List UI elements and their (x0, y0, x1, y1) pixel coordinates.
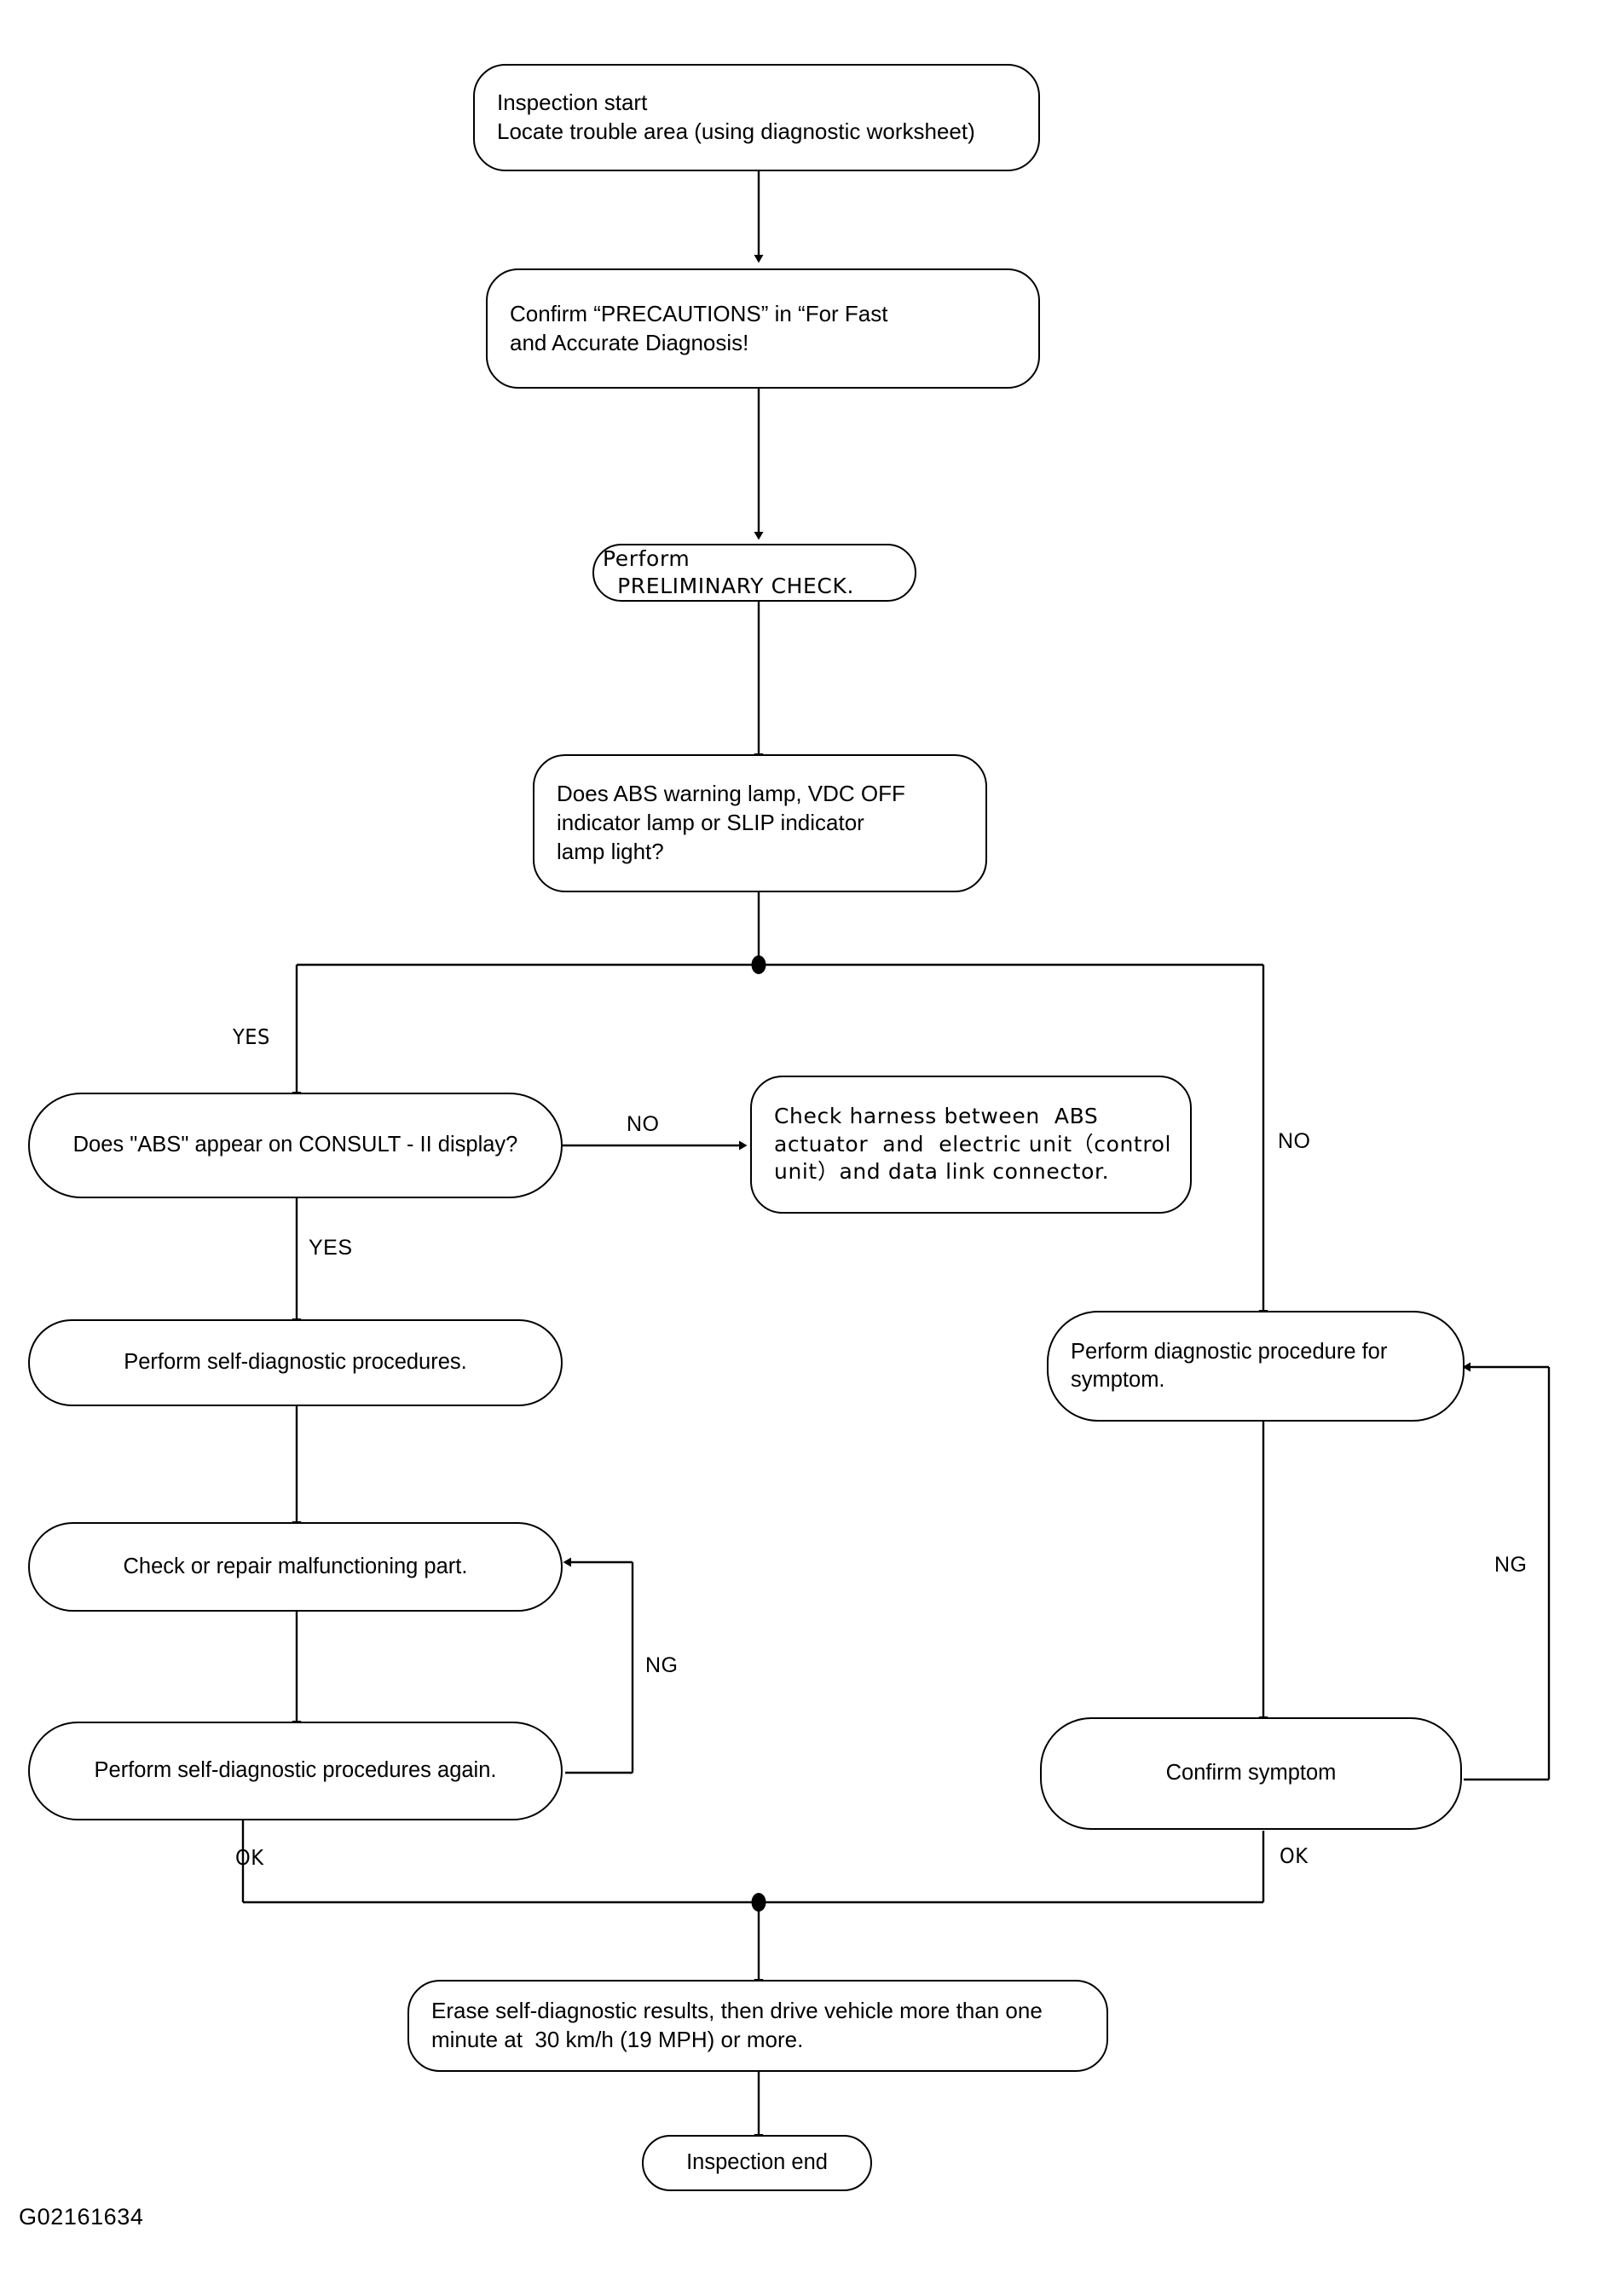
node-text-line: Check or repair malfunctioning part. (123, 1554, 468, 1578)
node-text-line: Check harness between ABS (774, 1104, 1099, 1129)
inspection-end-node[interactable]: Inspection end (642, 2135, 872, 2191)
node-text-line: Perform (603, 545, 690, 571)
edge-label-yes-left: YES (233, 1024, 270, 1049)
confirm-symptom-node[interactable]: Confirm symptom (1040, 1717, 1462, 1830)
node-text-line: lamp light? (557, 838, 664, 864)
node-text-line: PRELIMINARY CHECK. (603, 574, 855, 598)
node-text-line: Does ABS warning lamp, VDC OFF (557, 781, 905, 807)
node-text-line: Erase self-diagnostic results, then driv… (431, 1998, 1043, 2024)
junction-dot-merge (751, 1893, 766, 1912)
warning-lamp-question-node[interactable]: Does ABS warning lamp, VDC OFF indicator… (533, 754, 987, 892)
consult-display-question-node[interactable]: Does "ABS" appear on CONSULT - II displa… (28, 1093, 563, 1198)
node-text-line: Perform self-diagnostic procedures again… (94, 1758, 497, 1783)
edge-label-ok-right: OK (1280, 1843, 1309, 1868)
node-text-line: Confirm symptom (1165, 1761, 1337, 1785)
edge-label-no-harness: NO (627, 1112, 660, 1136)
perform-preliminary-check-node[interactable]: Perform PRELIMINARY CHECK. (592, 544, 916, 602)
node-text-line: Confirm “PRECAUTIONS” in “For Fast (510, 300, 888, 326)
node-text-line: indicator lamp or SLIP indicator (557, 810, 864, 836)
node-text-line: Does "ABS" appear on CONSULT - II displa… (72, 1133, 518, 1157)
confirm-precautions-node[interactable]: Confirm “PRECAUTIONS” in “For Fast and A… (486, 268, 1040, 389)
node-text-line: unit）and data link connector. (774, 1159, 1110, 1185)
edge-label-ok-left: OK (235, 1845, 264, 1870)
node-text-line: actuator and electric unit（control (774, 1131, 1172, 1157)
node-text-line: Inspection end (686, 2150, 828, 2175)
edge-label-no-right: NO (1278, 1129, 1311, 1153)
check-harness-node[interactable]: Check harness between ABS actuator and e… (750, 1076, 1192, 1214)
edge-label-yes-consult: YES (309, 1236, 353, 1260)
figure-id-label: G02161634 (19, 2204, 144, 2230)
erase-self-diagnostic-results-node[interactable]: Erase self-diagnostic results, then driv… (407, 1980, 1108, 2072)
node-text-line: symptom. (1071, 1368, 1165, 1392)
junction-dot-split (751, 955, 766, 974)
node-text-line: minute at 30 km/h (19 MPH) or more. (431, 2027, 804, 2052)
perform-self-diagnostic-again-node[interactable]: Perform self-diagnostic procedures again… (28, 1722, 563, 1820)
node-text-line: Perform self-diagnostic procedures. (124, 1350, 467, 1375)
node-text-line: Locate trouble area (using diagnostic wo… (497, 118, 975, 144)
node-text-line: Inspection start (497, 89, 648, 116)
node-text-line: and Accurate Diagnosis! (510, 329, 749, 355)
inspection-start-node[interactable]: Inspection start Locate trouble area (us… (473, 64, 1040, 171)
node-text-line: Perform diagnostic procedure for (1071, 1339, 1388, 1364)
edge-label-ng-right: NG (1494, 1553, 1528, 1577)
perform-self-diagnostic-node[interactable]: Perform self-diagnostic procedures. (28, 1319, 563, 1406)
check-or-repair-node[interactable]: Check or repair malfunctioning part. (28, 1522, 563, 1612)
edge-label-ng-left: NG (645, 1653, 679, 1677)
perform-diagnostic-for-symptom-node[interactable]: Perform diagnostic procedure for symptom… (1047, 1311, 1465, 1422)
